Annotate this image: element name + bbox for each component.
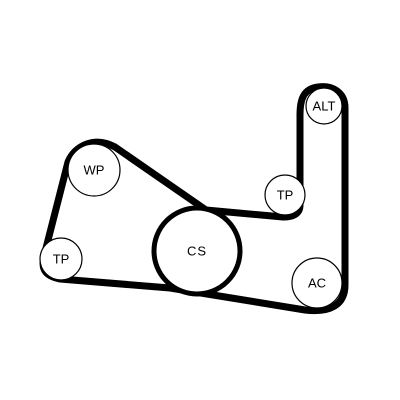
- alternator-label: ALT: [313, 99, 336, 114]
- crankshaft-label: CS: [187, 244, 207, 259]
- ac-compressor-pulley: AC: [291, 257, 343, 309]
- crankshaft-pulley: CS: [151, 205, 243, 297]
- tensioner-lower-label: TP: [53, 252, 70, 267]
- tensioner-pulley-upper: TP: [264, 174, 306, 216]
- tensioner-upper-label: TP: [277, 188, 294, 203]
- ac-compressor-label: AC: [308, 276, 326, 291]
- tensioner-pulley-lower: TP: [39, 237, 83, 281]
- alternator-pulley: ALT: [305, 87, 343, 125]
- water-pump-label: WP: [84, 163, 105, 178]
- water-pump-pulley: WP: [67, 143, 121, 197]
